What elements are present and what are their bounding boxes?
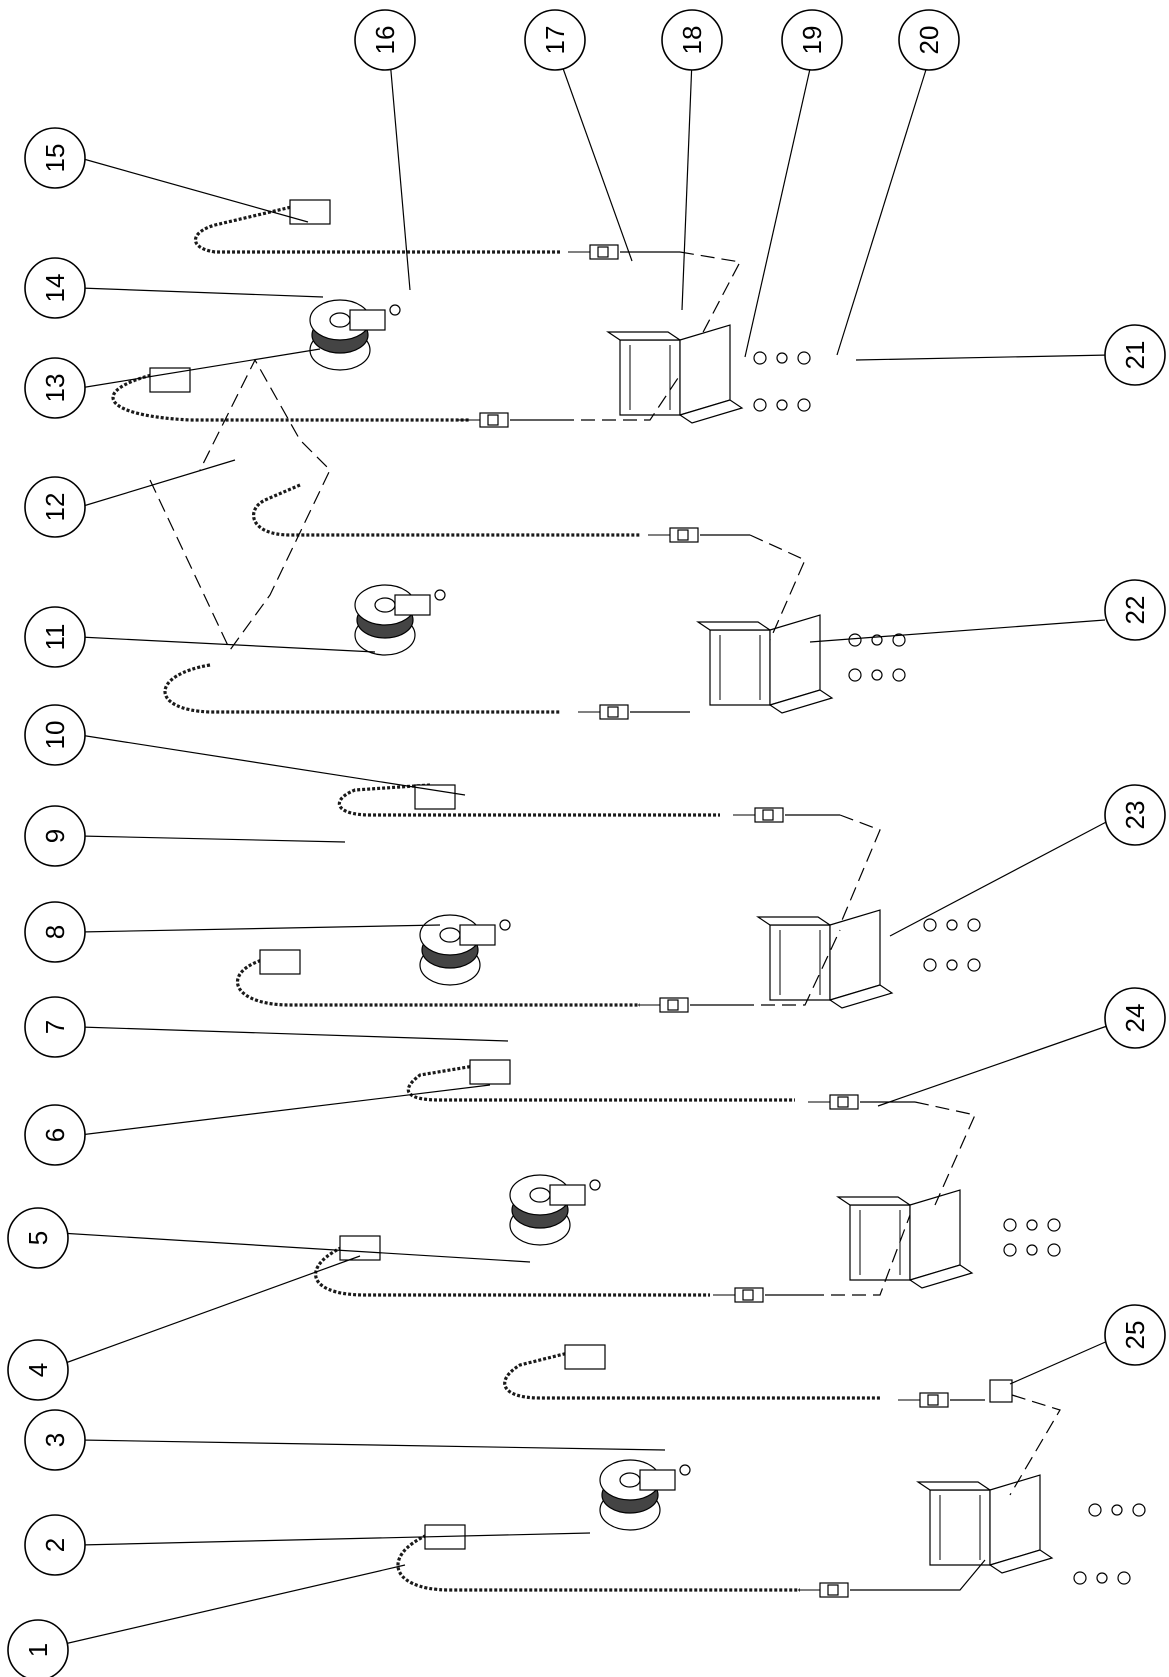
chain-upper-4 xyxy=(406,1063,795,1102)
callout-22: 22 xyxy=(1104,579,1166,641)
callout-1-label: 1 xyxy=(23,1643,53,1657)
callout-16-label: 16 xyxy=(370,26,400,55)
callout-23-label: 23 xyxy=(1120,801,1150,830)
chain-lower-3 xyxy=(235,953,640,1007)
callout-19: 19 xyxy=(781,9,843,71)
callout-3-label: 3 xyxy=(40,1433,70,1447)
callout-8-label: 8 xyxy=(40,925,70,939)
callout-18: 18 xyxy=(661,9,723,71)
callout-23: 23 xyxy=(1104,784,1166,846)
callout-17: 17 xyxy=(524,9,586,71)
callout-7-label: 7 xyxy=(40,1020,70,1034)
assembly-row-5 xyxy=(396,1344,1146,1598)
callout-1: 1 xyxy=(7,1619,69,1677)
callout-10: 10 xyxy=(24,704,86,766)
callout-22-label: 22 xyxy=(1120,596,1150,625)
callout-20: 20 xyxy=(898,9,960,71)
callout-12-label: 12 xyxy=(40,493,70,522)
callout-21: 21 xyxy=(1104,324,1166,386)
callout-2-label: 2 xyxy=(40,1538,70,1552)
callout-12: 12 xyxy=(24,476,86,538)
callout-24: 24 xyxy=(1104,987,1166,1049)
callout-14-label: 14 xyxy=(40,274,70,303)
callout-3: 3 xyxy=(24,1409,86,1471)
callout-9: 9 xyxy=(24,805,86,867)
leader-lines xyxy=(59,59,1111,1646)
callout-5-label: 5 xyxy=(23,1231,53,1245)
chain-lower-5 xyxy=(396,1528,800,1592)
callout-15: 15 xyxy=(24,127,86,189)
callout-5: 5 xyxy=(7,1207,69,1269)
callout-6-label: 6 xyxy=(40,1128,70,1142)
chain-lower-1 xyxy=(111,368,470,422)
callout-16: 16 xyxy=(354,9,416,71)
assembly-row-4 xyxy=(314,1059,1061,1303)
callout-25-label: 25 xyxy=(1120,1321,1150,1350)
callout-7: 7 xyxy=(24,996,86,1058)
callout-8: 8 xyxy=(24,901,86,963)
callout-10-label: 10 xyxy=(40,721,70,750)
assembly-row-2 xyxy=(149,358,906,720)
assembly-row-3 xyxy=(235,783,981,1013)
callout-6: 6 xyxy=(24,1104,86,1166)
callout-11: 11 xyxy=(24,606,86,668)
callout-21-label: 21 xyxy=(1120,341,1150,370)
assembly-row-1 xyxy=(111,199,811,428)
callout-2: 2 xyxy=(24,1514,86,1576)
callout-11-label: 11 xyxy=(40,624,70,651)
callout-17-label: 17 xyxy=(540,26,570,55)
callout-9-label: 9 xyxy=(40,829,70,843)
callout-19-label: 19 xyxy=(797,26,827,55)
chain-upper-5 xyxy=(503,1348,880,1400)
callout-13-label: 13 xyxy=(40,374,70,403)
callout-14: 14 xyxy=(24,257,86,319)
callout-13: 13 xyxy=(24,357,86,419)
chain-upper-2 xyxy=(252,483,640,537)
chain-upper-3 xyxy=(337,783,720,817)
callout-4-label: 4 xyxy=(23,1363,53,1377)
callout-4: 4 xyxy=(7,1339,69,1401)
chain-upper-1 xyxy=(194,203,560,254)
callout-24-label: 24 xyxy=(1120,1004,1150,1033)
callout-25: 25 xyxy=(1104,1304,1166,1366)
chain-lower-2 xyxy=(163,663,560,714)
callout-18-label: 18 xyxy=(677,26,707,55)
callout-20-label: 20 xyxy=(914,26,944,55)
callout-15-label: 15 xyxy=(40,144,70,173)
